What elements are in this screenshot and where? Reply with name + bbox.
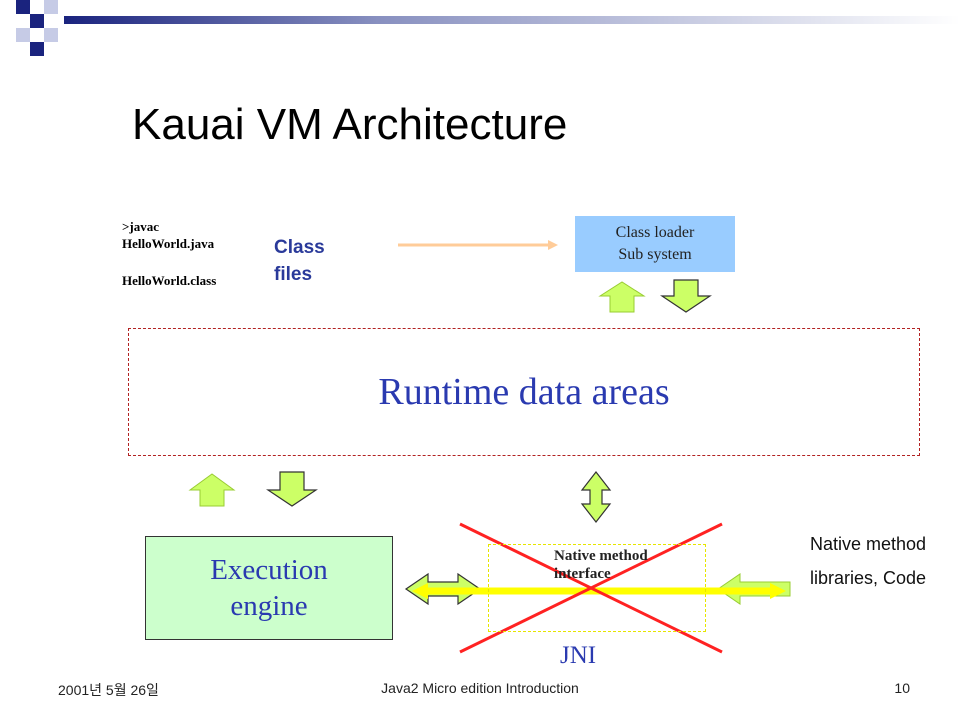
native-libraries-line1: Native method: [810, 534, 927, 554]
native-libraries-line2: libraries, Code: [810, 568, 927, 588]
native-method-interface-label: Native method interface: [554, 548, 648, 582]
class-files-arrow: [398, 240, 558, 250]
execution-engine-box: Execution engine: [145, 536, 393, 640]
class-files-label: Class files: [274, 237, 325, 285]
engine-down-arrow: [266, 471, 318, 507]
jni-label: JNI: [560, 642, 597, 669]
class-loader-line1: Class loader: [615, 224, 695, 241]
footer-date: 2001년 5월 26일: [58, 682, 159, 698]
native-libraries-label: Native method libraries, Code: [810, 530, 930, 592]
native-vertical-arrow: [580, 471, 612, 523]
footer-title: Java2 Micro edition Introduction: [381, 680, 579, 696]
red-cross: [459, 522, 723, 654]
execution-engine-line2: engine: [230, 590, 308, 622]
class-loader-line2: Sub system: [618, 246, 692, 263]
native-method-interface-box: [488, 544, 706, 632]
loader-down-arrow: [660, 279, 712, 313]
header-bar: [64, 16, 960, 24]
runtime-data-areas-label: Runtime data areas: [378, 371, 670, 413]
slide-title: Kauai VM Architecture: [132, 100, 568, 149]
javac-command: >javac HelloWorld.java: [122, 219, 215, 251]
header-decoration: [16, 0, 960, 56]
loader-up-arrow: [598, 281, 646, 313]
engine-up-arrow: [188, 473, 236, 507]
page-number: 10: [894, 680, 910, 696]
runtime-data-areas-box: Runtime data areas: [128, 328, 920, 456]
execution-engine-line1: Execution: [210, 554, 328, 586]
class-loader-box: Class loader Sub system: [575, 216, 735, 272]
class-file-name: HelloWorld.class: [122, 273, 217, 288]
